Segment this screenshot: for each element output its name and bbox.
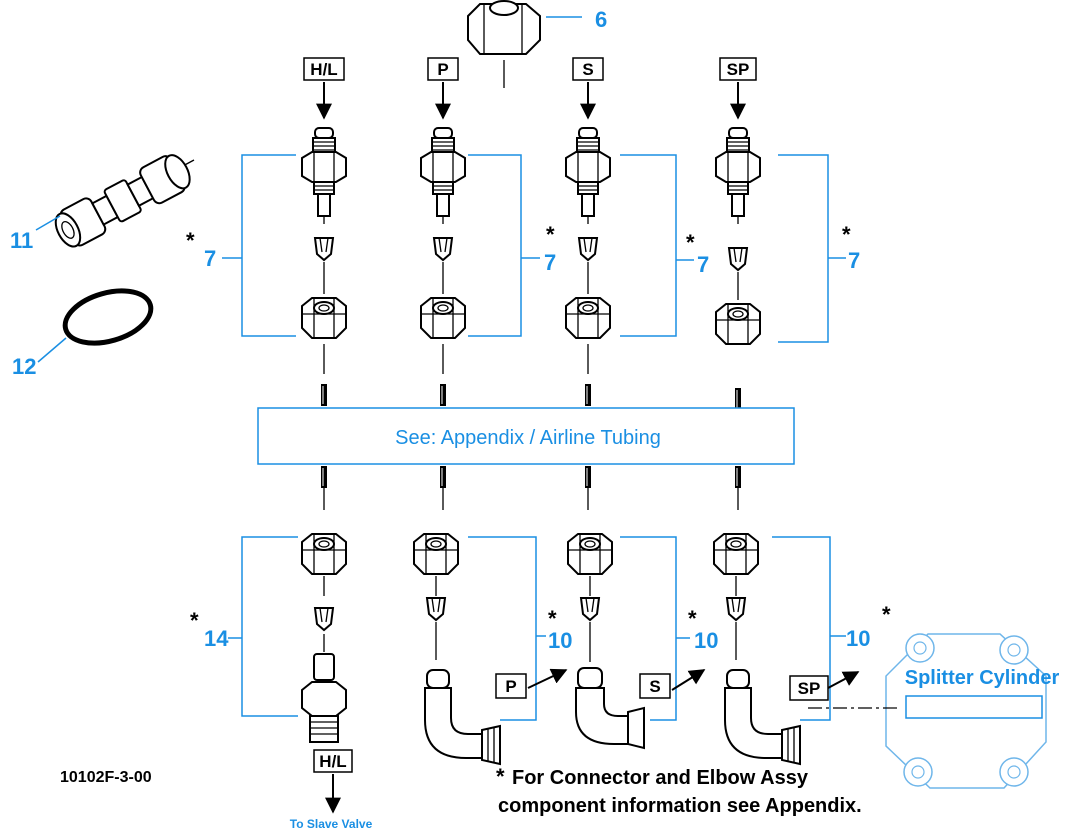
tubing-box bbox=[257, 407, 795, 465]
asterisk-bottom-1: * bbox=[190, 608, 199, 633]
top-tag-sp bbox=[719, 57, 757, 120]
callout-10-col2: 10 bbox=[548, 628, 572, 653]
callout-7-col1: 7 bbox=[204, 246, 216, 271]
footnote-line-2: component information see Appendix. bbox=[498, 795, 862, 817]
top-tag-p-label: P bbox=[437, 60, 448, 79]
top-tag-sp-label: SP bbox=[727, 60, 750, 79]
drawing-number: 10102F-3-00 bbox=[60, 769, 152, 786]
bottom-tag-hl-label: H/L bbox=[319, 752, 346, 771]
callout-7-col2: 7 bbox=[544, 250, 556, 275]
oring-part bbox=[37, 288, 154, 363]
top-tag-p bbox=[427, 57, 459, 120]
bottom-tag-s bbox=[639, 669, 706, 699]
splitter-cylinder-label: Splitter Cylinder bbox=[905, 667, 1060, 689]
bottom-column-p bbox=[413, 533, 546, 765]
callout-11: 11 bbox=[10, 228, 33, 253]
top-tag-s bbox=[572, 57, 604, 120]
callout-7-col3: 7 bbox=[697, 252, 709, 277]
lower-tube-stubs bbox=[320, 465, 742, 510]
top-nut-part bbox=[467, 0, 582, 88]
bottom-tag-p-label: P bbox=[505, 677, 516, 696]
callout-6: 6 bbox=[595, 7, 607, 32]
bottom-column-sp bbox=[713, 533, 846, 765]
asterisk-top-4: * bbox=[842, 222, 851, 247]
callout-14: 14 bbox=[204, 626, 229, 651]
top-tag-hl bbox=[303, 57, 345, 120]
asterisk-top-3: * bbox=[686, 230, 695, 255]
top-column-sp bbox=[715, 127, 846, 411]
top-column-p bbox=[420, 127, 540, 407]
bottom-column-hl bbox=[228, 533, 347, 743]
top-column-s bbox=[565, 127, 694, 407]
callout-10-col3: 10 bbox=[694, 628, 718, 653]
callout-10-col4: 10 bbox=[846, 626, 870, 651]
bottom-tag-p bbox=[495, 668, 568, 699]
asterisk-bottom-3: * bbox=[688, 606, 697, 631]
tubing-box-text: See: Appendix / Airline Tubing bbox=[395, 427, 661, 449]
asterisk-bottom-2: * bbox=[548, 606, 557, 631]
callout-7-col4: 7 bbox=[848, 248, 860, 273]
top-tag-s-label: S bbox=[582, 60, 593, 79]
top-column-hl bbox=[222, 127, 347, 407]
footnote-line-1: For Connector and Elbow Assy bbox=[512, 767, 809, 789]
asterisk-bottom-4: * bbox=[882, 602, 891, 627]
splitter-cylinder bbox=[808, 633, 1047, 789]
footnote-asterisk: * bbox=[496, 764, 505, 789]
callout-12: 12 bbox=[12, 354, 36, 379]
bottom-tag-sp bbox=[789, 671, 860, 701]
asterisk-top-1: * bbox=[186, 228, 195, 253]
bottom-column-s bbox=[567, 533, 690, 750]
bottom-tag-s-label: S bbox=[649, 677, 660, 696]
top-tag-hl-label: H/L bbox=[310, 60, 337, 79]
bottom-tag-sp-label: SP bbox=[798, 679, 821, 698]
asterisk-top-2: * bbox=[546, 222, 555, 247]
to-slave-valve-label: To Slave Valve bbox=[290, 817, 373, 831]
union-part bbox=[35, 154, 195, 248]
bottom-tag-hl bbox=[313, 749, 353, 814]
